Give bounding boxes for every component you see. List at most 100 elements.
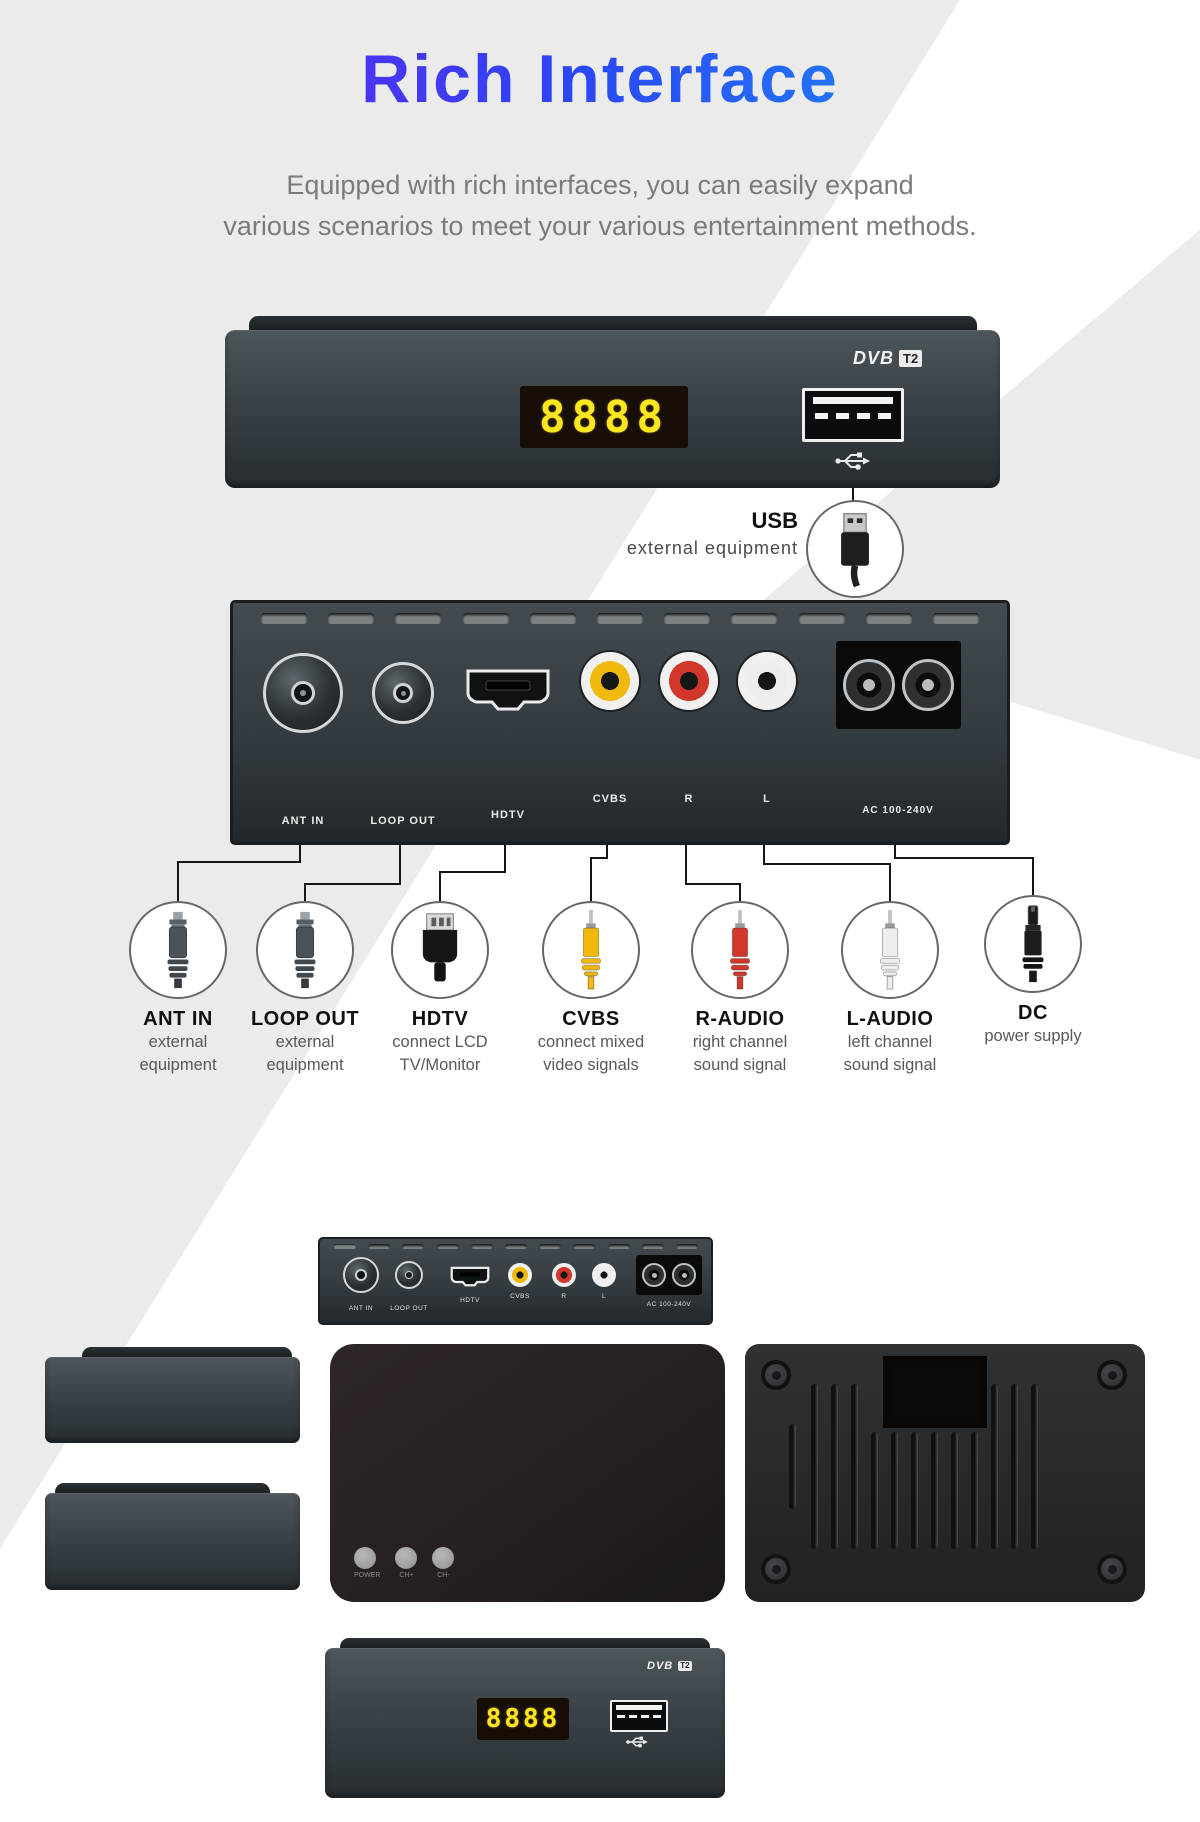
ch-up-button-label: CH+ <box>399 1572 414 1579</box>
mini-label-cvbs: CVBS <box>510 1293 530 1300</box>
subtitle-line-1: Equipped with rich interfaces, you can e… <box>286 170 914 200</box>
connector-cvbs: CVBS connect mixed video signals <box>511 901 671 1077</box>
brand-logo: DVB T2 <box>853 348 923 369</box>
brand-badge: T2 <box>678 1661 692 1671</box>
connector-desc-2: TV/Monitor <box>399 1056 481 1074</box>
mini-hdmi-port <box>450 1266 490 1287</box>
brand-badge: T2 <box>899 350 923 367</box>
coax-plug-icon <box>294 911 316 989</box>
connector-desc-1: right channel <box>692 1033 788 1051</box>
front-view-lid <box>249 316 977 334</box>
connector-desc-2: sound signal <box>693 1056 787 1074</box>
mini-label-hdtv: HDTV <box>460 1297 480 1304</box>
bottom-view <box>745 1344 1145 1602</box>
ant-in-connector-circle <box>129 901 227 999</box>
loop-out-connector-circle <box>256 901 354 999</box>
port-label-r: R <box>684 793 694 805</box>
side-view-1 <box>45 1357 300 1443</box>
hdtv-connector-circle <box>391 901 489 999</box>
connector-ant-in: ANT IN external equipment <box>98 901 258 1077</box>
led-display: 8888 <box>520 386 688 448</box>
bottom-front-led: 8888 <box>477 1698 569 1740</box>
dc-plug-icon <box>1022 905 1044 983</box>
connector-desc-2: sound signal <box>843 1056 937 1074</box>
loop-out-port-center <box>393 683 413 703</box>
screw-foot <box>761 1360 791 1390</box>
brand-name: DVB <box>647 1660 674 1672</box>
connector-name: L-AUDIO <box>846 1008 934 1030</box>
side-view-2 <box>45 1493 300 1590</box>
connector-desc-2: video signals <box>543 1056 639 1074</box>
connector-desc-2: equipment <box>139 1056 217 1074</box>
l-audio-port <box>738 652 796 710</box>
connector-dc: DC power supply <box>953 895 1113 1048</box>
connector-desc-1: connect mixed <box>537 1033 645 1051</box>
page-title: Rich Interface <box>0 40 1200 118</box>
rca-plug-icon <box>730 910 750 990</box>
ac-socket-left <box>843 659 895 711</box>
port-label-ac: AC 100-240V <box>862 805 934 816</box>
connector-desc-1: connect LCD <box>392 1033 488 1051</box>
hdmi-plug-icon <box>422 913 458 982</box>
mini-panel-vents <box>334 1244 698 1249</box>
connector-desc-1: external <box>275 1033 335 1051</box>
mini-cvbs-port <box>508 1263 532 1287</box>
port-label-cvbs: CVBS <box>592 793 628 805</box>
mini-label-loop-out: LOOP OUT <box>390 1305 428 1312</box>
connector-loop-out: LOOP OUT external equipment <box>225 901 385 1077</box>
ch-up-button-group: CH+ <box>395 1547 418 1579</box>
usb-connector-circle <box>806 500 904 598</box>
mini-label-ac: AC 100-240V <box>646 1301 692 1308</box>
connector-desc-1: left channel <box>847 1033 933 1051</box>
usb-port-tongue <box>812 396 894 405</box>
screw-foot <box>1097 1554 1127 1584</box>
brand-name: DVB <box>853 348 895 368</box>
connector-name: LOOP OUT <box>250 1008 360 1030</box>
usb-callout-name: USB <box>751 508 798 533</box>
bottom-front-brand: DVB T2 <box>647 1660 692 1672</box>
mini-loop-out-port <box>395 1261 423 1289</box>
connector-name: DC <box>1018 1002 1048 1024</box>
usb-port-contacts <box>814 413 892 419</box>
usb-trident-icon <box>835 452 870 470</box>
subtitle-line-2: various scenarios to meet your various e… <box>223 211 977 241</box>
port-label-loop-out: LOOP OUT <box>370 815 436 827</box>
bottom-front-usb-port <box>610 1700 668 1732</box>
port-label-hdtv: HDTV <box>491 809 525 821</box>
front-view: DVB T2 8888 <box>225 316 1000 488</box>
ant-in-port <box>263 653 343 733</box>
usb-callout-label: USB external equipment <box>538 508 798 559</box>
connector-l-audio: L-AUDIO left channel sound signal <box>810 901 970 1077</box>
connector-name: ANT IN <box>143 1008 213 1030</box>
usb-port <box>802 388 904 442</box>
side-view-2-lid <box>55 1483 270 1496</box>
cvbs-port <box>581 652 639 710</box>
rca-plug-icon <box>880 910 900 990</box>
mini-ac-socket <box>636 1255 702 1295</box>
top-view: POWER CH+ CH- <box>330 1344 725 1602</box>
usb-trident-icon <box>626 1736 648 1748</box>
bottom-view-cutout <box>883 1356 987 1428</box>
back-panel: ANT IN LOOP OUT HDTV CVBS R L AC 100-240… <box>230 600 1010 845</box>
port-label-l: L <box>763 793 771 805</box>
ant-in-port-center <box>291 681 315 705</box>
connector-desc-2: equipment <box>266 1056 344 1074</box>
r-audio-port <box>660 652 718 710</box>
mini-label-r: R <box>561 1293 567 1300</box>
port-label-ant-in: ANT IN <box>281 815 325 827</box>
r-audio-connector-circle <box>691 901 789 999</box>
bottom-view-vent-slot <box>789 1424 796 1509</box>
ch-down-button-group: CH- <box>432 1547 455 1579</box>
power-button-group: POWER <box>354 1547 380 1579</box>
back-panel-vents <box>261 613 979 624</box>
l-audio-connector-circle <box>841 901 939 999</box>
connector-name: R-AUDIO <box>695 1008 785 1030</box>
side-view-1-lid <box>82 1347 292 1360</box>
ch-up-button <box>395 1547 418 1569</box>
ch-down-button <box>432 1547 455 1569</box>
connector-desc-1: power supply <box>984 1027 1082 1045</box>
power-button-label: POWER <box>354 1572 381 1579</box>
usb-callout-desc: external equipment <box>626 538 798 558</box>
connector-name: HDTV <box>411 1008 469 1030</box>
